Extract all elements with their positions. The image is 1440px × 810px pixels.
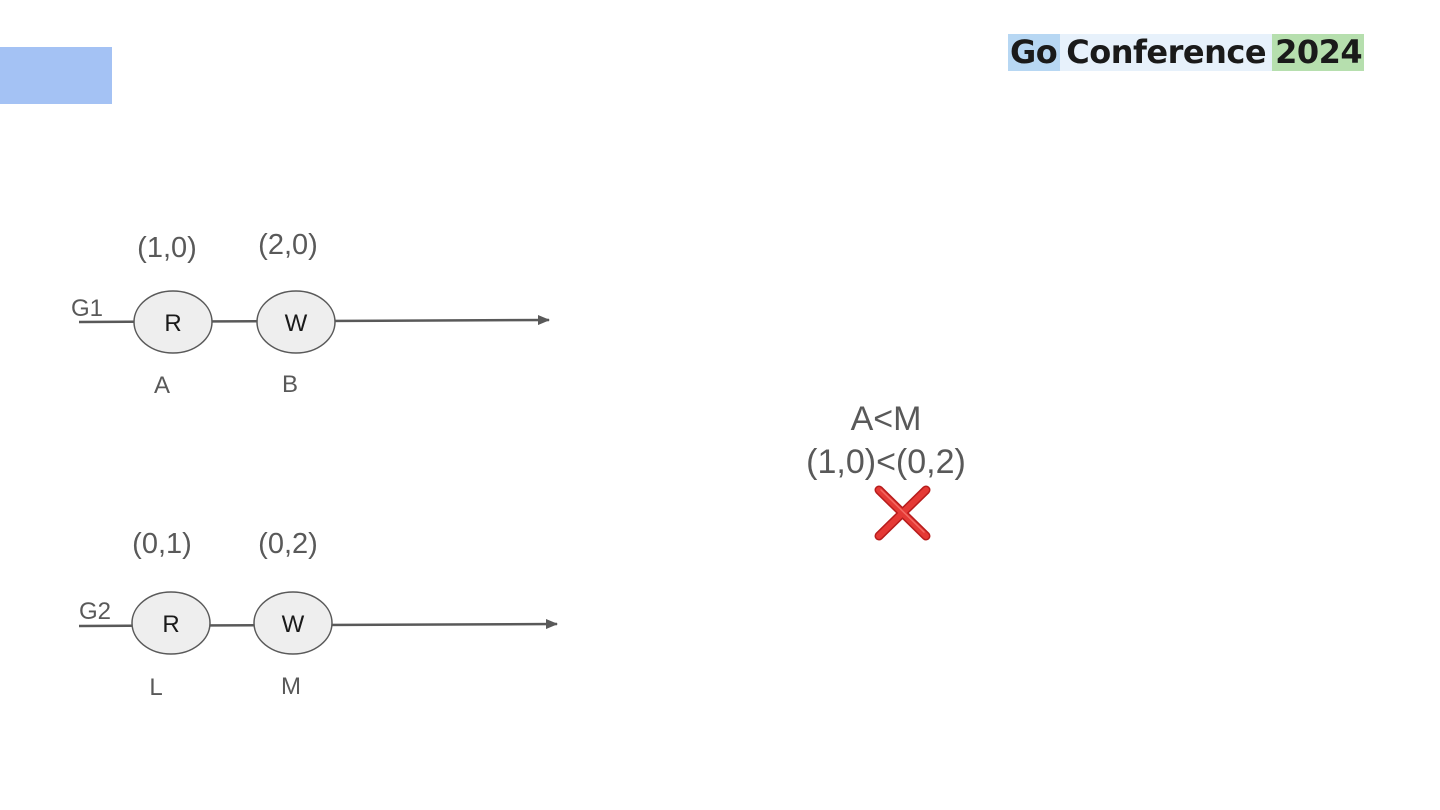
event-node-b	[256, 290, 336, 354]
event-m-name: M	[281, 673, 301, 700]
event-a-clock: (1,0)	[137, 232, 197, 264]
event-l-clock: (0,1)	[132, 528, 192, 560]
event-l-op: R	[162, 611, 179, 638]
event-b-name: B	[282, 371, 298, 398]
g2-label: G2	[79, 598, 111, 625]
logo-word-conference: Conference	[1060, 34, 1273, 71]
logo-word-year: 2024	[1272, 34, 1365, 71]
corner-accent-block	[0, 47, 112, 104]
goroutine-g2: G2 R (0,1) L W (0,2) M	[78, 528, 558, 701]
event-node-a	[133, 290, 213, 354]
conference-logo: Go Conference 2024	[1008, 34, 1365, 71]
event-b-clock: (2,0)	[258, 229, 318, 261]
event-l-name: L	[149, 674, 162, 701]
event-b-op: W	[285, 310, 308, 337]
event-m-clock: (0,2)	[258, 528, 318, 560]
event-a-name: A	[154, 372, 170, 399]
event-a-op: R	[164, 310, 181, 337]
comparison-clocks: (1,0)<(0,2)	[806, 443, 966, 481]
logo-word-go: Go	[1008, 34, 1061, 71]
cross-mark-icon	[874, 485, 931, 541]
event-node-m	[253, 591, 333, 655]
event-node-l	[131, 591, 211, 655]
comparison-relation: A<M	[851, 400, 922, 438]
event-m-op: W	[282, 611, 305, 638]
goroutine-g1: G1 R (1,0) A W (2,0) B	[71, 229, 550, 399]
g1-label: G1	[71, 295, 103, 322]
comparison: A<M (1,0)<(0,2)	[806, 400, 966, 541]
